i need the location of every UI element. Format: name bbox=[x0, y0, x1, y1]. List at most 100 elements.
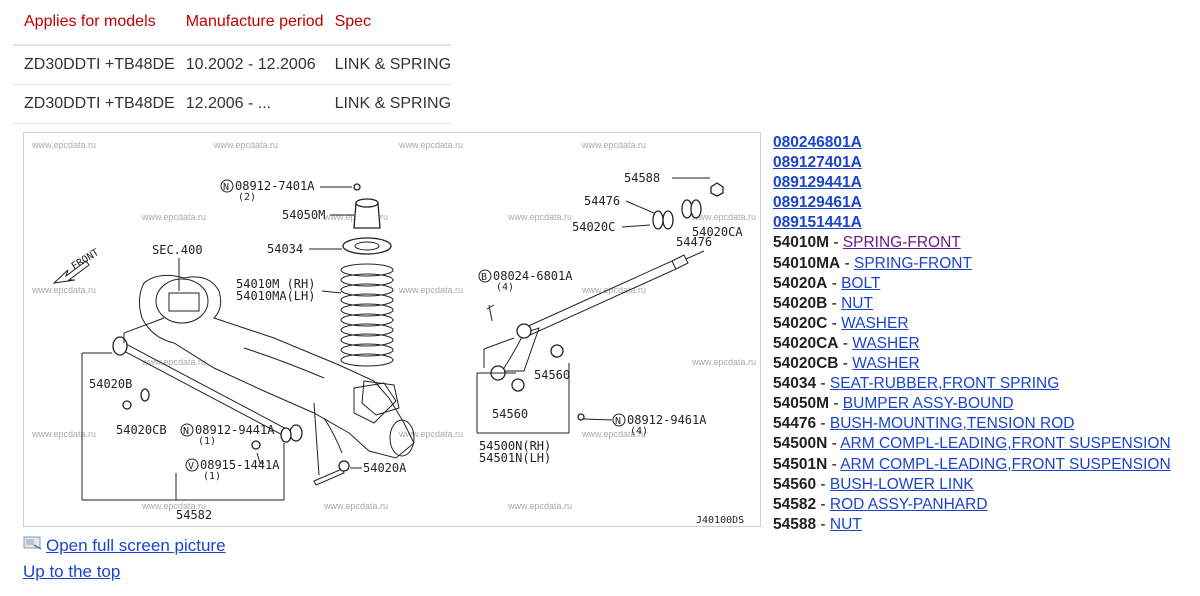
part-number-link[interactable]: 089129461A bbox=[773, 194, 862, 212]
parts-list: 080246801A 089127401A 089129441A 0891294… bbox=[773, 133, 1193, 535]
models-table: Applies for models Manufacture period Sp… bbox=[13, 0, 452, 124]
separator: - bbox=[829, 234, 843, 252]
list-item: 54020B - NUT bbox=[773, 294, 1193, 314]
list-item: 089127401A bbox=[773, 153, 1193, 173]
separator: - bbox=[838, 334, 853, 352]
part-name-link[interactable]: ARM COMPL-LEADING,FRONT SUSPENSION bbox=[840, 455, 1171, 473]
separator: - bbox=[827, 455, 841, 473]
part-number-link[interactable]: 089127401A bbox=[773, 154, 862, 172]
diagram-svg: www.epcdata.ru www.epcdata.ru www.epcdat… bbox=[31, 140, 756, 526]
list-item: 54476 - BUSH-MOUNTING,TENSION ROD bbox=[773, 414, 1193, 434]
watermark: www.epcdata.ru bbox=[31, 140, 96, 150]
label-54010m-rh: 54010M (RH) bbox=[236, 277, 315, 291]
separator: - bbox=[827, 314, 842, 332]
list-item: 54010MA - SPRING-FRONT bbox=[773, 254, 1193, 274]
header-models: Applies for models bbox=[13, 0, 175, 46]
label-08912-9441a: 08912-9441A bbox=[195, 423, 275, 437]
label-54588: 54588 bbox=[624, 171, 660, 185]
label-54560-b: 54560 bbox=[492, 407, 528, 421]
table-row: ZD30DDTI +TB48DE 10.2002 - 12.2006 LINK … bbox=[13, 45, 452, 85]
part-name-link[interactable]: ROD ASSY-PANHARD bbox=[829, 495, 988, 513]
cell-spec: LINK & SPRING bbox=[323, 84, 452, 124]
circle-b: B bbox=[481, 272, 487, 283]
part-number: 54560 bbox=[773, 475, 817, 493]
watermark: www.epcdata.ru bbox=[141, 501, 206, 511]
list-item: 089129461A bbox=[773, 193, 1193, 213]
label-q1a: (1) bbox=[198, 436, 216, 447]
cell-period: 10.2002 - 12.2006 bbox=[174, 45, 324, 85]
coil-spring bbox=[340, 263, 394, 367]
list-item: 54020CA - WASHER bbox=[773, 334, 1193, 354]
watermark: www.epcdata.ru bbox=[323, 501, 388, 511]
part-name-link[interactable]: ARM COMPL-LEADING,FRONT SUSPENSION bbox=[840, 435, 1171, 453]
part-name-link[interactable]: NUT bbox=[841, 294, 873, 312]
part-name-link[interactable]: NUT bbox=[829, 515, 862, 533]
part-name-link[interactable]: WASHER bbox=[852, 355, 920, 373]
part-name-link[interactable]: SPRING-FRONT bbox=[842, 234, 961, 252]
separator: - bbox=[838, 355, 853, 373]
part-number: 54010MA bbox=[773, 254, 841, 272]
part-number-link[interactable]: 089129441A bbox=[773, 174, 862, 192]
label-54050m: 54050M bbox=[282, 208, 325, 222]
list-item: 54500N - ARM COMPL-LEADING,FRONT SUSPENS… bbox=[773, 434, 1193, 454]
list-item: 54020C - WASHER bbox=[773, 314, 1193, 334]
part-name-link[interactable]: BUMPER ASSY-BOUND bbox=[842, 395, 1014, 413]
separator: - bbox=[827, 294, 842, 312]
part-number-link[interactable]: 080246801A bbox=[773, 134, 862, 151]
lower-arm bbox=[476, 304, 570, 434]
separator: - bbox=[840, 254, 854, 272]
label-q4b: (4) bbox=[630, 426, 648, 437]
label-54020a: 54020A bbox=[363, 461, 407, 475]
list-item: 080246801A bbox=[773, 133, 1193, 153]
list-item: 54501N - ARM COMPL-LEADING,FRONT SUSPENS… bbox=[773, 455, 1193, 475]
part-number: 54500N bbox=[773, 435, 828, 453]
list-item: 54588 - NUT bbox=[773, 515, 1193, 535]
part-name-link[interactable]: WASHER bbox=[841, 314, 909, 332]
label-54020ca: 54020CA bbox=[692, 225, 743, 239]
header-spec: Spec bbox=[323, 0, 452, 46]
list-item: 54020A - BOLT bbox=[773, 274, 1193, 294]
label-54020c: 54020C bbox=[572, 220, 615, 234]
watermark: www.epcdata.ru bbox=[507, 501, 572, 511]
open-fullscreen-link[interactable]: Open full screen picture bbox=[46, 536, 226, 555]
watermark: www.epcdata.ru bbox=[691, 357, 756, 367]
sec400-label: SEC.400 bbox=[152, 243, 203, 257]
part-number: 54588 bbox=[773, 515, 817, 533]
watermark: www.epcdata.ru bbox=[141, 212, 206, 222]
label-54500n: 54500N(RH) bbox=[479, 439, 551, 453]
watermark: www.epcdata.ru bbox=[581, 429, 646, 439]
circle-n: N bbox=[223, 182, 229, 193]
part-name-link[interactable]: SPRING-FRONT bbox=[854, 254, 972, 272]
diagram-ref: J40100DS bbox=[696, 515, 744, 526]
part-name-link[interactable]: BOLT bbox=[841, 274, 881, 292]
list-item: 54582 - ROD ASSY-PANHARD bbox=[773, 495, 1193, 515]
header-period: Manufacture period bbox=[174, 0, 324, 46]
separator: - bbox=[816, 475, 830, 493]
label-08024-6801a: 08024-6801A bbox=[493, 269, 573, 283]
part-number-link[interactable]: 089151441A bbox=[773, 214, 862, 232]
watermark: www.epcdata.ru bbox=[31, 285, 96, 295]
zoom-icon[interactable] bbox=[23, 536, 43, 550]
part-number: 54020B bbox=[773, 294, 828, 312]
circle-n: N bbox=[183, 426, 189, 437]
panhard-rod bbox=[81, 317, 303, 501]
label-08912-9461a: 08912-9461A bbox=[627, 413, 707, 427]
part-number: 54050M bbox=[773, 395, 830, 413]
watermark: www.epcdata.ru bbox=[581, 285, 646, 295]
cell-model: ZD30DDTI +TB48DE bbox=[13, 45, 175, 85]
fullscreen-row: Open full screen picture bbox=[23, 536, 226, 556]
models-header-row: Applies for models Manufacture period Sp… bbox=[13, 0, 452, 46]
part-name-link[interactable]: WASHER bbox=[852, 334, 920, 352]
parts-diagram[interactable]: www.epcdata.ru www.epcdata.ru www.epcdat… bbox=[23, 132, 761, 527]
part-name-link[interactable]: SEAT-RUBBER,FRONT SPRING bbox=[829, 375, 1060, 393]
list-item: 089151441A bbox=[773, 213, 1193, 233]
watermark: www.epcdata.ru bbox=[398, 285, 463, 295]
watermark: www.epcdata.ru bbox=[213, 140, 278, 150]
watermark: www.epcdata.ru bbox=[691, 212, 756, 222]
watermark: www.epcdata.ru bbox=[581, 140, 646, 150]
part-number: 54020C bbox=[773, 314, 828, 332]
part-name-link[interactable]: BUSH-LOWER LINK bbox=[829, 475, 974, 493]
part-name-link[interactable]: BUSH-MOUNTING,TENSION ROD bbox=[829, 415, 1075, 433]
up-to-top-link[interactable]: Up to the top bbox=[23, 562, 121, 581]
label-54501n: 54501N(LH) bbox=[479, 451, 551, 465]
